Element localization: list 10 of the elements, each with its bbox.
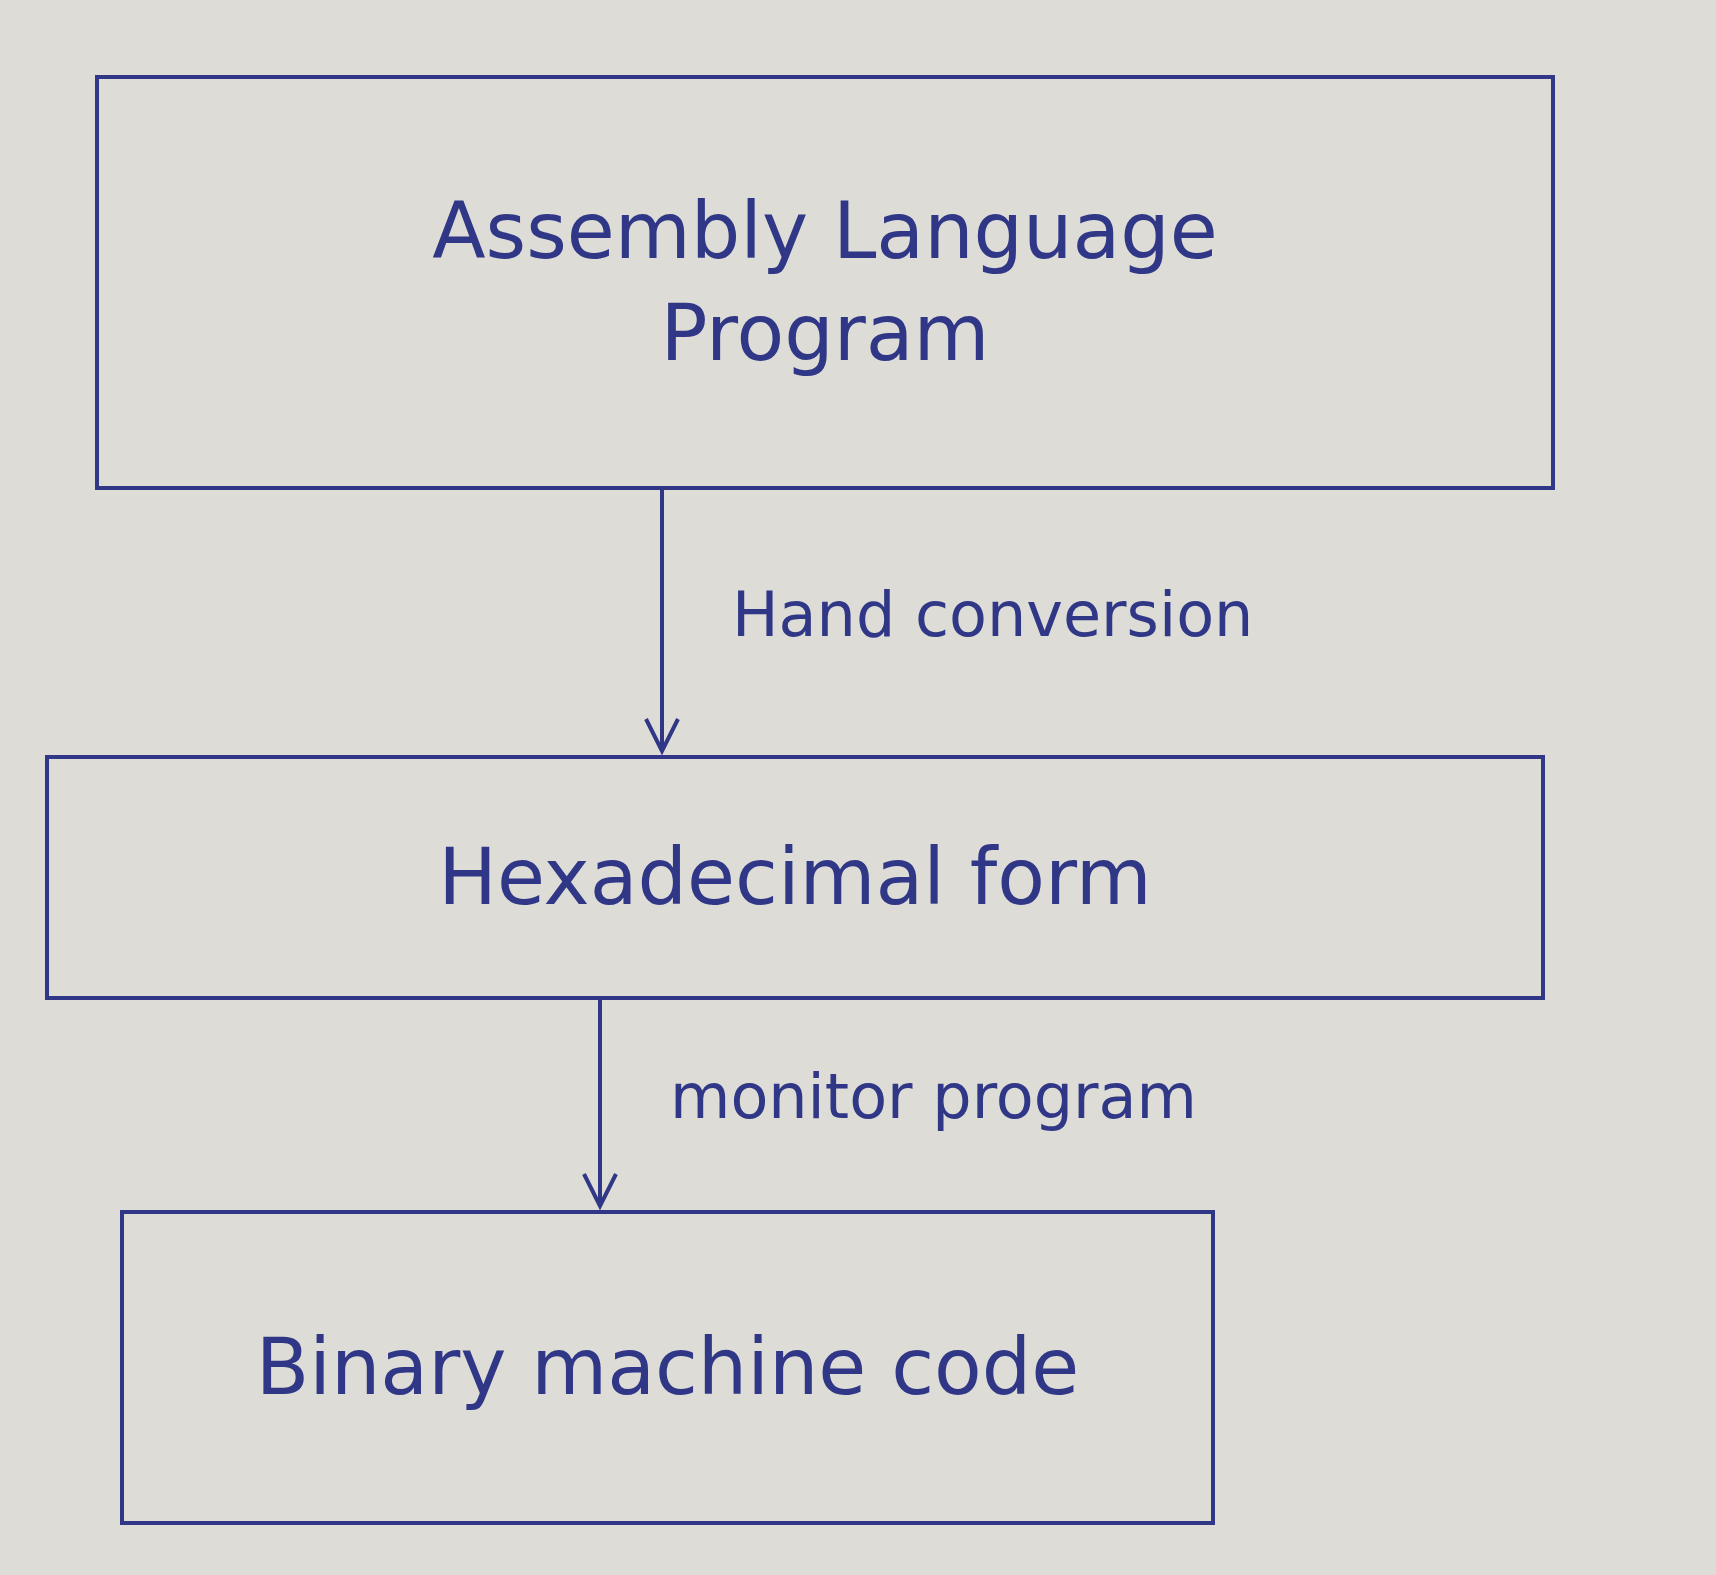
arrow: [582, 1000, 618, 1208]
process-box: [95, 75, 1555, 490]
process-box: [120, 1210, 1215, 1525]
edge-label: Hand conversion: [732, 577, 1254, 651]
box-label: Assembly Language Program: [431, 185, 1219, 380]
process-box: [45, 755, 1545, 1000]
box-label: Binary machine code: [255, 1320, 1080, 1414]
box-label: Hexadecimal form: [438, 830, 1152, 924]
edge-label: monitor program: [670, 1060, 1197, 1133]
arrow: [644, 490, 680, 753]
